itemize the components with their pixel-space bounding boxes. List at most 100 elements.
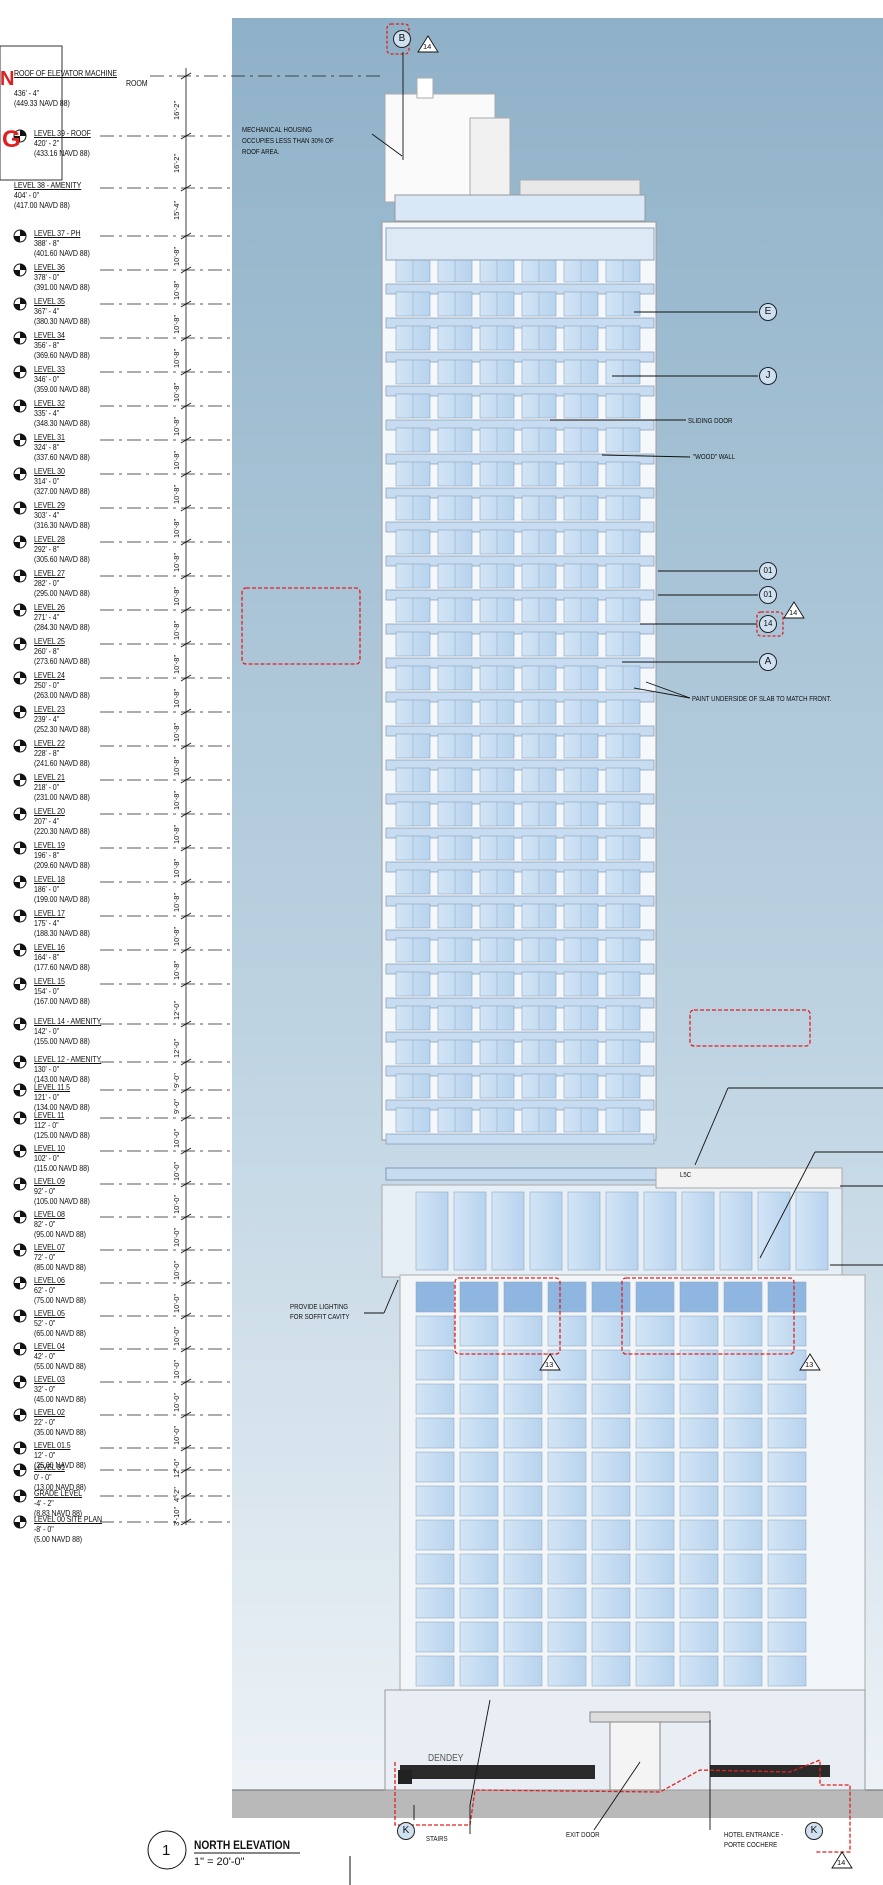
red-letter-n: N: [0, 68, 15, 90]
mechanical-note-3: ROOF AREA.: [242, 147, 280, 156]
level-name: LEVEL 36: [34, 262, 65, 272]
level-elevation: 92' - 0": [34, 1186, 56, 1196]
triangle-13-right: 13: [805, 1360, 814, 1369]
podium-lower: [399, 1274, 866, 1696]
level-elevation: 12' - 0": [34, 1450, 56, 1460]
provide-lighting-note-2: FOR SOFFIT CAVITY: [290, 1312, 350, 1321]
level-name: LEVEL 00 SITE PLAN: [34, 1514, 102, 1524]
level-navd: (85.00 NAVD 88): [34, 1262, 86, 1272]
level-navd: (327.00 NAVD 88): [34, 486, 90, 496]
level-name: LEVEL 01.5: [34, 1440, 71, 1450]
level-name: LEVEL 11: [34, 1110, 65, 1120]
level-navd: (199.00 NAVD 88): [34, 894, 90, 904]
level-name: LEVEL 21: [34, 772, 65, 782]
level-name: LEVEL 17: [34, 908, 65, 918]
triangle-14-bottom: 14: [837, 1858, 846, 1867]
level-elevation: -8' - 0": [34, 1524, 54, 1534]
level-elevation: 62' - 0": [34, 1285, 56, 1295]
level-name: LEVEL 26: [34, 602, 65, 612]
level-elevation: 218' - 0": [34, 782, 60, 792]
level-elevation: 175' - 4": [34, 918, 60, 928]
level-name: LEVEL 28: [34, 534, 65, 544]
level-elevation: 314' - 0": [34, 476, 60, 486]
level-elevation: 260' - 8": [34, 646, 60, 656]
level-name: LEVEL 16: [34, 942, 65, 952]
level-elevation: 130' - 0": [34, 1064, 60, 1074]
level-elevation: 436' - 4": [14, 88, 40, 98]
level-navd: (55.00 NAVD 88): [34, 1361, 86, 1371]
level-name: LEVEL 18: [34, 874, 65, 884]
level-name: LEVEL 10: [34, 1143, 65, 1153]
level-elevation: 356' - 8": [34, 340, 60, 350]
level-elevation: 367' - 4": [34, 306, 60, 316]
level-navd: (115.00 NAVD 88): [34, 1163, 90, 1173]
title-frame: [0, 45, 63, 181]
level-elevation: 121' - 0": [34, 1092, 60, 1102]
bubble-e: E: [759, 303, 777, 321]
level-navd: (5.00 NAVD 88): [34, 1534, 83, 1544]
bubble-a: A: [759, 653, 777, 671]
sliding-door-note: SLIDING DOOR: [688, 416, 733, 425]
level-name: LEVEL 19: [34, 840, 65, 850]
level-navd: (231.00 NAVD 88): [34, 792, 90, 802]
level-name: LEVEL 03: [34, 1374, 65, 1384]
leader-lines: [364, 52, 883, 1834]
level-navd: (305.60 NAVD 88): [34, 554, 90, 564]
level-name: LEVEL 23: [34, 704, 65, 714]
tower-floors: [385, 227, 677, 1181]
level-navd: (45.00 NAVD 88): [34, 1394, 86, 1404]
level-navd: (65.00 NAVD 88): [34, 1328, 86, 1338]
provide-lighting-note-1: PROVIDE LIGHTING: [290, 1302, 349, 1311]
level-navd: (188.30 NAVD 88): [34, 928, 90, 938]
level-elevation: 154' - 0": [34, 986, 60, 996]
level-navd: (95.00 NAVD 88): [34, 1229, 86, 1239]
drawing-title: NORTH ELEVATION: [194, 1838, 290, 1852]
level-name: LEVEL 09: [34, 1176, 65, 1186]
level-elevation: 72' - 0": [34, 1252, 56, 1262]
tower: [381, 221, 677, 1181]
level-name: LEVEL 39 - ROOF: [34, 128, 91, 138]
bubble-k-left: K: [397, 1822, 415, 1840]
level-name: LEVEL 35: [34, 296, 65, 306]
level-elevation: 292' - 8": [34, 544, 60, 554]
level-name: LEVEL 37 - PH: [34, 228, 81, 238]
level-elevation: 282' - 0": [34, 578, 60, 588]
ground: [232, 1790, 883, 1818]
level-name-line2: ROOM: [126, 78, 148, 88]
level-navd: (167.00 NAVD 88): [34, 996, 90, 1006]
level-name: LEVEL 08: [34, 1209, 65, 1219]
level-navd: (105.00 NAVD 88): [34, 1196, 90, 1206]
level-navd: (155.00 NAVD 88): [34, 1036, 90, 1046]
level-name: LEVEL 20: [34, 806, 65, 816]
level-navd: (177.60 NAVD 88): [34, 962, 90, 972]
level-elevation: 82' - 0": [34, 1219, 56, 1229]
level-elevation: 186' - 0": [34, 884, 60, 894]
level-elevation: 32' - 0": [34, 1384, 56, 1394]
level-navd: (252.30 NAVD 88): [34, 724, 90, 734]
bubble-01-a: 01: [759, 562, 777, 580]
triangle-14-top: 14: [423, 42, 432, 51]
level-elevation: 42' - 0": [34, 1351, 56, 1361]
level-elevation: 228' - 8": [34, 748, 60, 758]
level-navd: (369.60 NAVD 88): [34, 350, 90, 360]
level-elevation: 335' - 4": [34, 408, 60, 418]
level-name: LEVEL 33: [34, 364, 65, 374]
level-elevation: 102' - 0": [34, 1153, 60, 1163]
level-navd: (359.00 NAVD 88): [34, 384, 90, 394]
view-number: 1: [162, 1842, 171, 1859]
level-name: LEVEL 31: [34, 432, 65, 442]
level-name: LEVEL 22: [34, 738, 65, 748]
level-navd: (8.83 NAVD 88): [34, 1508, 83, 1518]
level-elevation: 271' - 4": [34, 612, 60, 622]
level-elevation: 303' - 4": [34, 510, 60, 520]
podium-upper: [381, 1167, 843, 1278]
level-name: LEVEL 05: [34, 1308, 65, 1318]
level-name: LEVEL 02: [34, 1407, 65, 1417]
level-navd: (134.00 NAVD 88): [34, 1102, 90, 1112]
level-elevation: 196' - 8": [34, 850, 60, 860]
level-navd: (417.00 NAVD 88): [14, 200, 70, 210]
building-signage: DENDEY: [428, 1753, 464, 1764]
level-name: LEVEL 15: [34, 976, 65, 986]
level-name: LEVEL 04: [34, 1341, 65, 1351]
level-elevation: 420' - 2": [34, 138, 60, 148]
